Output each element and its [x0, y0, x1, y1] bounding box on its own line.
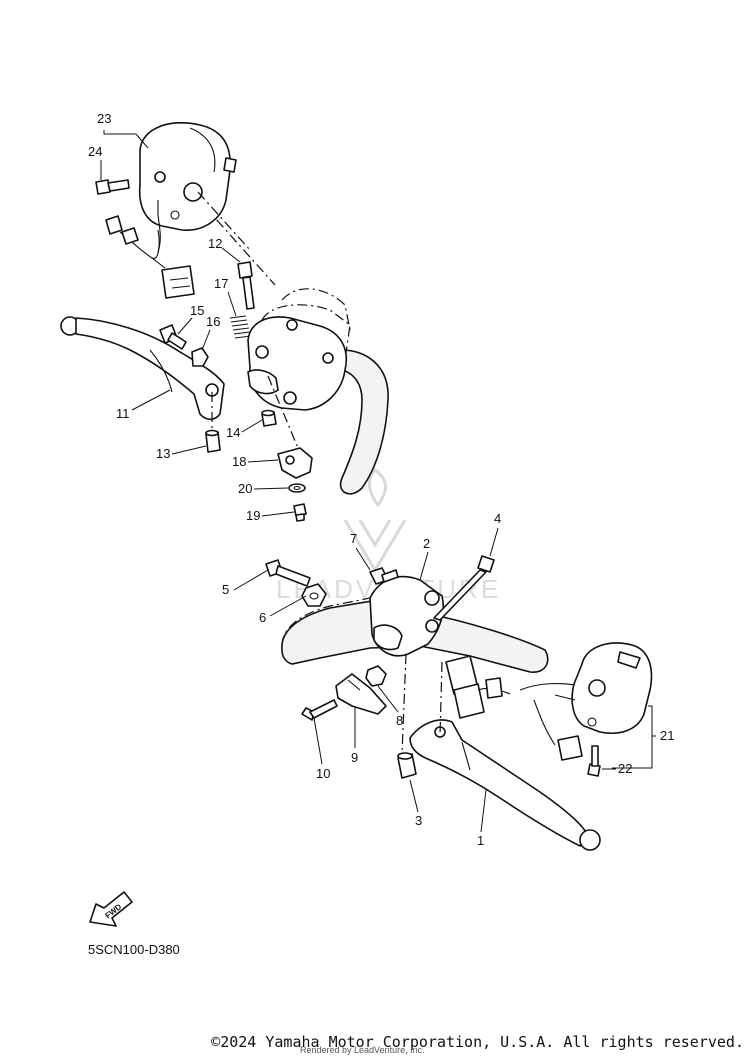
part-23-left-switch [138, 122, 237, 253]
callout-16: 16 [206, 314, 220, 329]
callout-3: 3 [415, 813, 422, 828]
part-4-bolt [433, 555, 495, 621]
part-13-collar [205, 429, 221, 453]
callout-12: 12 [208, 236, 222, 251]
part-3-collar [397, 752, 417, 779]
callout-15: 15 [190, 303, 204, 318]
copyright-notice: ©2024 Yamaha Motor Corporation, U.S.A. A… [211, 1033, 744, 1051]
part-20-washer [288, 483, 306, 493]
callout-19: 19 [246, 508, 260, 523]
callout-14: 14 [226, 425, 240, 440]
part-5-bolt [265, 559, 311, 587]
callout-24: 24 [88, 144, 102, 159]
callout-18: 18 [232, 454, 246, 469]
right-switch-wiring-connector [445, 655, 591, 761]
callout-11: 11 [116, 406, 130, 421]
part-17-spring [229, 315, 252, 339]
part-12-bolt [237, 261, 255, 310]
part-15-bolt [159, 324, 187, 350]
left-switch-wiring-connector [105, 215, 195, 299]
callout-1: 1 [477, 833, 484, 848]
part-2-master-cylinder-bracket [369, 575, 444, 657]
fwd-arrow-icon: FWD [89, 891, 133, 927]
part-11-lever [60, 316, 225, 421]
lever-bracket-upper [247, 304, 351, 411]
callout-10: 10 [316, 766, 330, 781]
callout-7: 7 [350, 531, 357, 546]
callout-4: 4 [494, 511, 501, 526]
part-19-bolt [293, 503, 307, 522]
part-18-clamp [277, 447, 313, 479]
part-10-screw [301, 699, 338, 721]
part-16-nut [191, 347, 209, 367]
callouts: 23 24 12 17 15 16 11 14 13 18 20 19 [88, 111, 674, 848]
callout-8: 8 [396, 713, 403, 728]
part-1-lever [409, 719, 601, 851]
callout-9: 9 [351, 750, 358, 765]
part-24-screw [95, 179, 130, 195]
part-6-nut [301, 583, 327, 607]
callout-20: 20 [238, 481, 252, 496]
callout-22: 22 [618, 761, 632, 776]
part-7-bolt [369, 567, 399, 585]
callout-17: 17 [214, 276, 228, 291]
callout-2: 2 [423, 536, 430, 551]
callout-21: 21 [660, 728, 674, 743]
callout-6: 6 [259, 610, 266, 625]
part-14-bushing [261, 409, 277, 427]
callout-23: 23 [97, 111, 111, 126]
rendered-by-notice: Rendered by LeadVenture, Inc. [300, 1045, 425, 1055]
part-21-right-switch [554, 642, 653, 734]
part-8-nut [365, 665, 387, 687]
part-9-switch [335, 673, 387, 715]
alignment-lines [197, 191, 443, 755]
callout-13: 13 [156, 446, 170, 461]
part-22-screw [587, 745, 601, 777]
catalog-code: 5SCN100-D380 [88, 942, 180, 957]
callout-5: 5 [222, 582, 229, 597]
